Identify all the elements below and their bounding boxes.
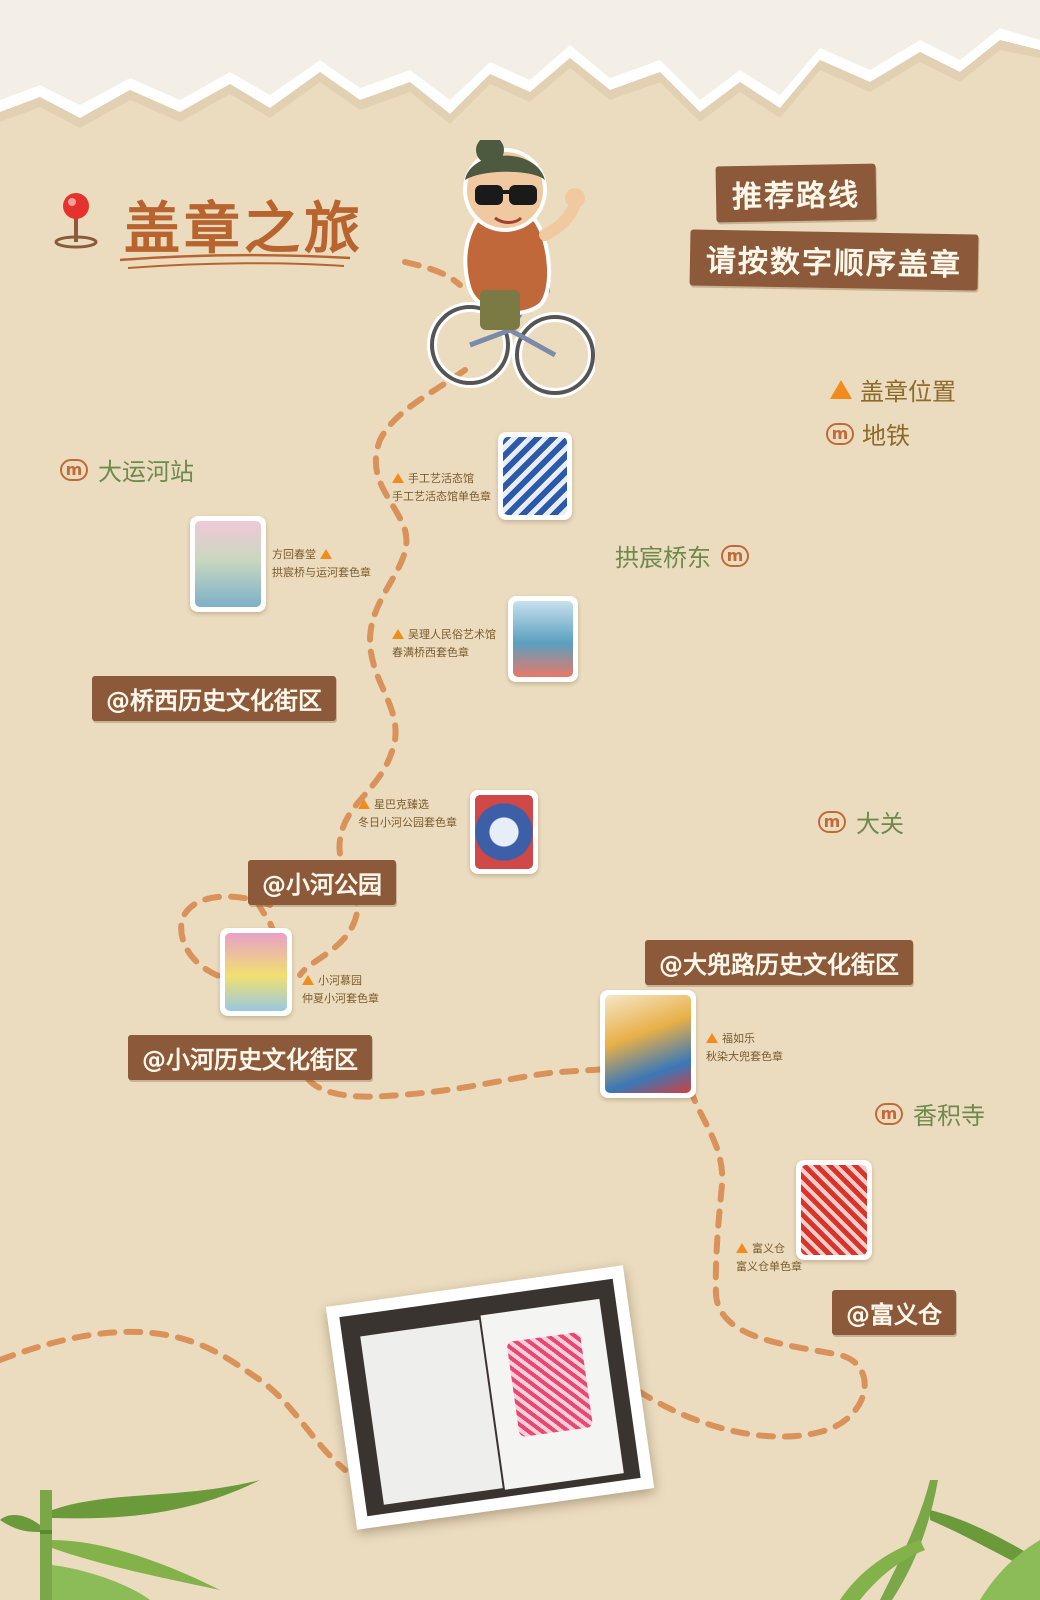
stamp-6-text: 福如乐 秋染大兜套色章 [706,1030,783,1066]
torn-paper-header [0,0,1040,128]
subway-icon: m [875,1102,903,1125]
stamp-3-desc: 春满桥西套色章 [392,646,469,659]
stamp-6-place: 福如乐 [722,1032,755,1045]
triangle-marker-icon [706,1033,718,1043]
station-gongchenqiao-east-label: 拱宸桥东 [615,544,711,572]
legend-stamp-label: 盖章位置 [860,378,956,406]
stamp-card-6 [600,990,696,1098]
stamp-1-text: 手工艺活态馆 手工艺活态馆单色章 [392,470,491,506]
stamp-4-place: 星巴克臻选 [374,798,429,811]
stamp-7-desc: 富义仓单色章 [736,1260,802,1273]
title-underline [119,253,351,269]
station-xiangjisi: m 香积寺 [875,1096,985,1131]
stamp-image-blue [503,437,567,515]
stamp-card-5 [220,928,292,1016]
area-qiaoxi-label: @桥西历史文化街区 [92,676,336,721]
stamp-card-2 [190,516,266,612]
stamp-card-7 [796,1160,872,1260]
stamp-4-desc: 冬日小河公园套色章 [358,816,457,829]
route-banner-recommended: 推荐路线 [715,163,877,223]
station-gongchenqiao-east: 拱宸桥东 m [615,538,749,573]
map-pin-icon [54,193,98,249]
stamp-4-text: 星巴克臻选 冬日小河公园套色章 [358,796,457,832]
subway-icon: m [721,544,749,567]
stamp-image-winter [475,795,533,869]
stamp-book-photo-image [339,1278,641,1517]
cyclist-mascot-illustration [427,140,595,398]
station-xiangjisi-label: 香积寺 [913,1102,985,1130]
triangle-marker-icon [319,549,332,559]
station-dayunhe: m 大运河站 [60,452,194,487]
book-left-page [360,1319,503,1505]
subway-icon: m [60,458,88,481]
triangle-marker-icon [392,473,404,483]
station-dayunhe-label: 大运河站 [98,458,194,486]
stamp-1-place: 手工艺活态馆 [408,472,474,485]
stamp-5-desc: 仲夏小河套色章 [302,992,379,1005]
station-daguan: m 大关 [818,804,904,839]
stamp-image-red [801,1165,867,1255]
stamp-7-text: 富义仓 富义仓单色章 [736,1240,802,1276]
bamboo-decoration-left [0,1480,260,1600]
legend-subway: m 地铁 [826,416,910,451]
area-xiaohe-park-label: @小河公园 [248,860,396,905]
stamp-6-desc: 秋染大兜套色章 [706,1050,783,1063]
stamp-image-autumn [605,995,691,1093]
subway-icon: m [818,810,846,833]
stamp-image-pastel [195,521,261,607]
triangle-marker-icon [358,799,370,809]
station-daguan-label: 大关 [856,810,904,838]
stamp-1-desc: 手工艺活态馆单色章 [392,490,491,503]
route-banner-instruction: 请按数字顺序盖章 [689,229,979,291]
subway-icon: m [826,422,854,445]
stamp-3-place: 吴理人民俗艺术馆 [408,628,496,641]
legend-stamp-location: 盖章位置 [830,372,956,407]
stamp-2-text: 方回春堂 拱宸桥与运河套色章 [272,546,371,582]
stamp-card-3 [508,596,578,682]
stamp-7-place: 富义仓 [752,1242,785,1255]
area-xiaohe-street-label: @小河历史文化街区 [128,1035,372,1080]
stamp-5-text: 小河慕园 仲夏小河套色章 [302,972,379,1008]
page-title: 盖章之旅 [124,197,364,262]
stamp-5-place: 小河慕园 [318,974,362,987]
stamp-book-photo [325,1265,655,1530]
bamboo-decoration-right [840,1480,1040,1600]
area-dadou-road-label: @大兜路历史文化街区 [645,940,913,985]
stamp-image-summer [225,933,287,1011]
stamp-card-4 [470,790,538,874]
red-stamp-impression [506,1331,594,1438]
legend-subway-label: 地铁 [862,422,910,450]
stamp-image-river [513,601,573,677]
triangle-marker-icon [830,380,852,399]
stamp-card-1 [498,432,572,520]
triangle-marker-icon [736,1243,748,1253]
area-fuyicang-label: @富义仓 [832,1290,956,1335]
stamp-2-desc: 拱宸桥与运河套色章 [272,566,371,579]
stamp-2-place: 方回春堂 [272,548,316,561]
triangle-marker-icon [302,975,314,985]
triangle-marker-icon [392,629,404,639]
stamp-3-text: 吴理人民俗艺术馆 春满桥西套色章 [392,626,496,662]
